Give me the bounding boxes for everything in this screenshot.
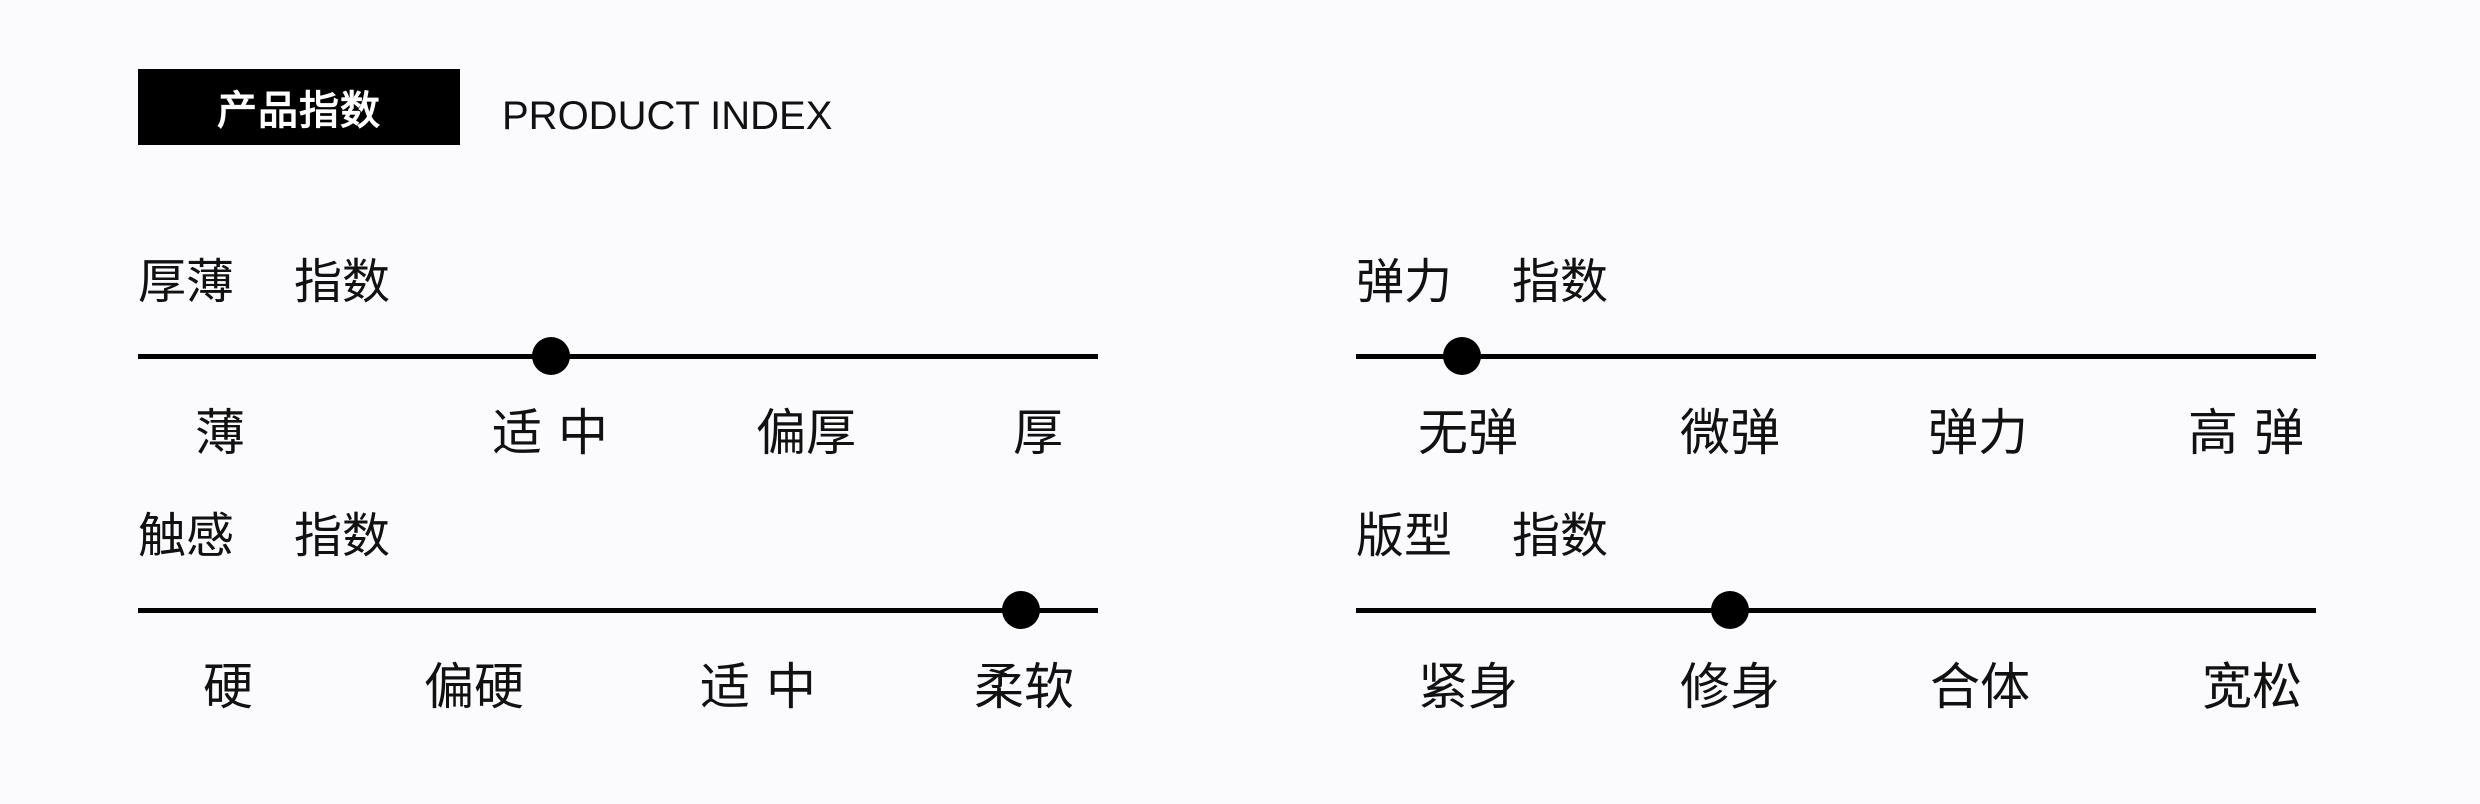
scale-label-stretch: 弹力	[1928, 404, 2028, 462]
header-badge: 产品指数	[138, 69, 460, 145]
section-title: 版型指数	[1356, 512, 1608, 560]
index-track	[1356, 608, 2316, 613]
section-name: 弹力	[1356, 254, 1453, 310]
section-title: 弹力指数	[1356, 258, 1608, 306]
index-marker	[1711, 591, 1750, 629]
touch-index: 触感指数 硬 偏硬 适 中 柔软	[138, 512, 1098, 752]
scale-label-no-stretch: 无弹	[1418, 404, 1518, 462]
index-marker	[1002, 591, 1041, 629]
scale-label-high-stretch: 高 弹	[2188, 404, 2304, 462]
section-title: 厚薄指数	[138, 258, 390, 306]
scale-label-slim: 修身	[1680, 658, 1780, 716]
fit-index: 版型指数 紧身 修身 合体 宽松	[1356, 512, 2316, 752]
scale-label-hard: 硬	[203, 658, 253, 716]
scale-label-slightly-thick: 偏厚	[756, 404, 856, 462]
index-track	[138, 354, 1098, 359]
header-subtitle: PRODUCT INDEX	[502, 94, 833, 138]
scale-label-regular: 合体	[1930, 658, 2030, 716]
scale-label-loose: 宽松	[2202, 658, 2302, 716]
section-name: 触感	[138, 508, 235, 564]
section-name: 厚薄	[138, 254, 235, 310]
index-track	[138, 608, 1098, 613]
scale-label-tight: 紧身	[1418, 658, 1518, 716]
elasticity-index: 弹力指数 无弹 微弹 弹力 高 弹	[1356, 258, 2316, 498]
scale-label-thin: 薄	[195, 404, 245, 462]
section-suffix: 指数	[294, 254, 391, 310]
thickness-index: 厚薄指数 薄 适 中 偏厚 厚	[138, 258, 1098, 498]
index-track	[1356, 354, 2316, 359]
header-badge-label: 产品指数	[217, 88, 381, 134]
scale-label-soft: 柔软	[974, 658, 1074, 716]
scale-label-slight-stretch: 微弹	[1680, 404, 1780, 462]
index-marker	[1442, 337, 1481, 375]
scale-label-thick: 厚	[1013, 404, 1063, 462]
section-suffix: 指数	[1512, 508, 1609, 564]
section-suffix: 指数	[294, 508, 391, 564]
scale-label-slightly-hard: 偏硬	[424, 658, 524, 716]
scale-label-medium: 适 中	[700, 658, 816, 716]
index-marker	[531, 337, 570, 375]
section-title: 触感指数	[138, 512, 390, 560]
section-suffix: 指数	[1512, 254, 1609, 310]
scale-label-medium: 适 中	[492, 404, 608, 462]
section-name: 版型	[1356, 508, 1453, 564]
